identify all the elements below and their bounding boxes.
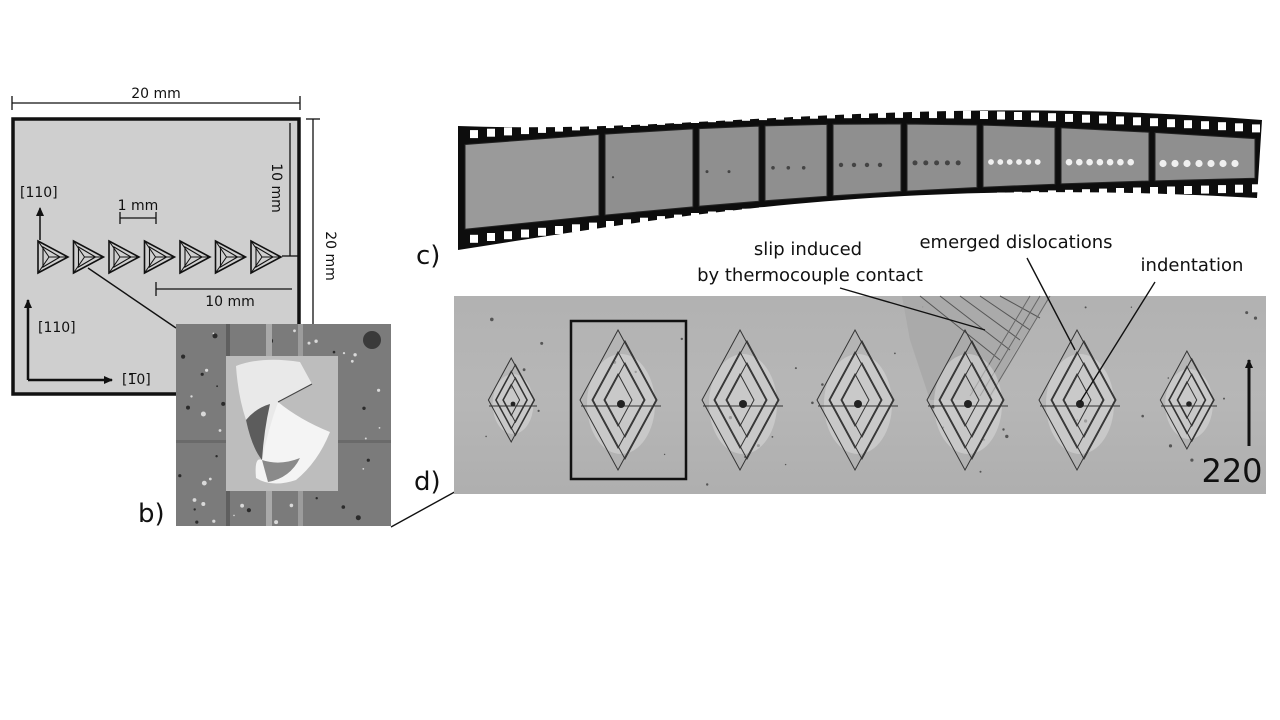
reflection-220-label: 220 <box>1201 452 1262 490</box>
direction-1-10-label: [1̅0] <box>122 372 151 388</box>
indent-row-schematic <box>37 239 283 275</box>
direction-110-upper-label: [110] <box>20 185 58 201</box>
dislocation-rosette <box>579 328 661 472</box>
dislocation-rosette <box>487 356 537 444</box>
dislocation-rosette <box>926 328 1008 472</box>
indent-triangle-icon <box>214 239 248 275</box>
dislocation-rosette <box>816 328 898 472</box>
dislocation-rosette <box>701 328 783 472</box>
indent-triangle-icon <box>37 239 70 275</box>
dislocations-annotation: emerged dislocations <box>919 232 1112 253</box>
panel-a-schematic: 20 mm 20 mm 10 mm 10 mm 1 mm [110] [110]… <box>11 86 338 396</box>
dislocation-rosettes <box>487 328 1217 472</box>
film-frame <box>982 124 1056 188</box>
film-frame <box>906 123 978 192</box>
indent-triangle-icon <box>179 239 212 275</box>
width-dimension-label: 20 mm <box>131 86 181 102</box>
direction-110-lower-label: [110] <box>38 320 76 336</box>
indentation-annotation: indentation <box>1141 255 1244 276</box>
film-frame <box>464 133 600 230</box>
slip-annotation-line2: by thermocouple contact <box>697 265 923 286</box>
selected-indent-box <box>569 319 688 481</box>
panel-c-label: c) <box>416 241 440 271</box>
panel-b-micrograph: b) <box>138 324 391 529</box>
indent-triangle-icon <box>72 239 106 275</box>
film-frame <box>604 128 694 216</box>
panel-c-film-strip: c) <box>416 109 1262 271</box>
horizontal-10mm-label: 10 mm <box>205 294 255 310</box>
vertical-10mm-label: 10 mm <box>268 163 284 213</box>
one-mm-scale-label: 1 mm <box>118 198 159 214</box>
dislocation-rosette <box>1159 349 1217 451</box>
height-dimension-label: 20 mm <box>322 231 338 281</box>
panel-b-label: b) <box>138 499 165 529</box>
panel-d-label: d) <box>414 467 441 497</box>
film-frame <box>1060 127 1150 185</box>
indent-triangle-icon <box>250 239 283 275</box>
slip-annotation-line1: slip induced <box>754 239 862 260</box>
film-frame <box>698 125 760 207</box>
film-sprocket-holes <box>470 109 1260 243</box>
film-frame <box>764 123 828 202</box>
indent-triangle-icon <box>108 239 141 275</box>
film-frames <box>464 123 1256 230</box>
film-frame <box>832 123 902 197</box>
film-frame <box>1154 131 1256 182</box>
indent-triangle-icon <box>143 239 177 275</box>
dislocation-rosette <box>1038 328 1120 472</box>
panel-d-topograph: 220 d) slip induced by thermocouple cont… <box>414 232 1266 497</box>
